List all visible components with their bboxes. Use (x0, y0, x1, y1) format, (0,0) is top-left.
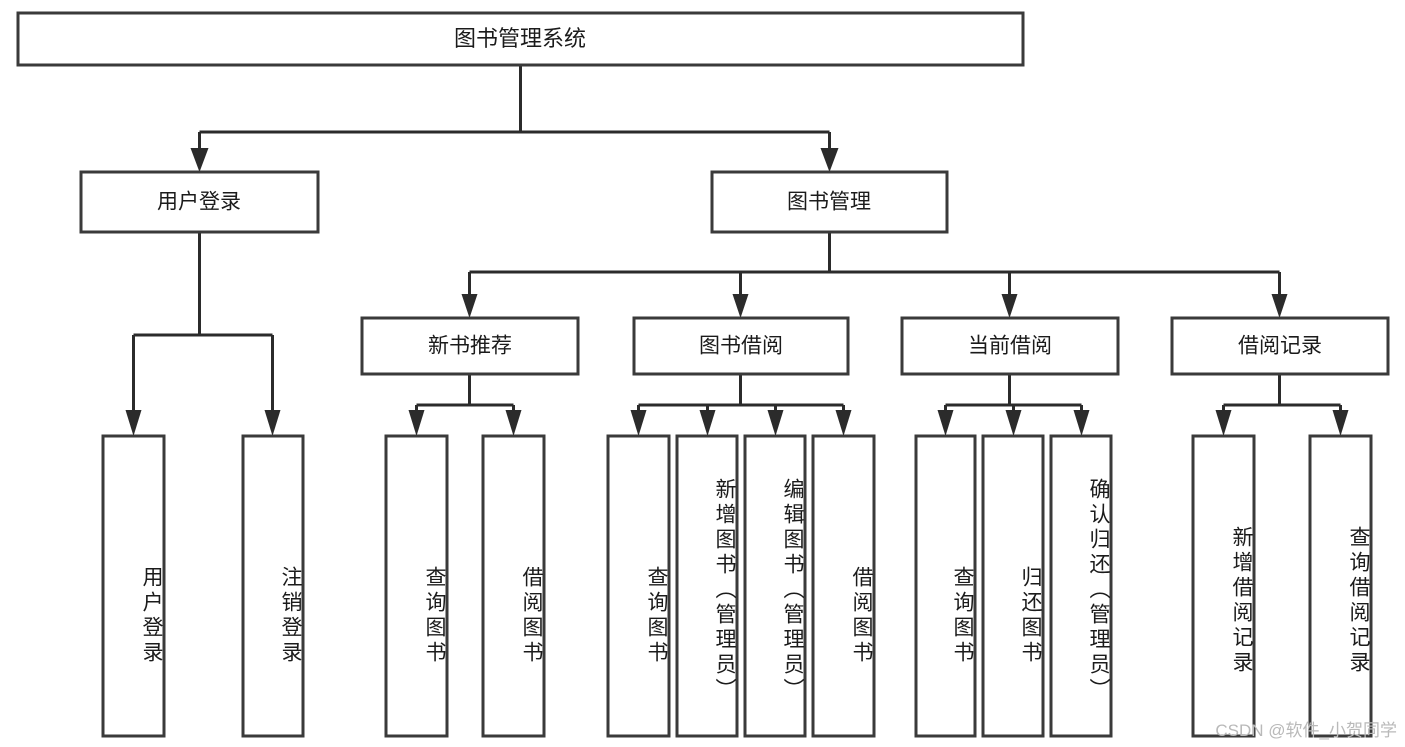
node-user-login[interactable]: 用户登录 (79, 170, 320, 234)
leaf-edit-book-box[interactable] (743, 434, 807, 738)
leaf-borrow-book-1-box[interactable] (481, 434, 546, 738)
node-book-borrow[interactable]: 图书借阅 (632, 316, 850, 376)
leaf-query-book-1-box[interactable] (384, 434, 449, 738)
node-root-box[interactable] (16, 11, 1025, 67)
leaf-boxes (101, 434, 1373, 738)
node-root-label: 图书管理系统 (454, 26, 586, 51)
connector-group-root (190, 65, 839, 172)
node-root[interactable]: 图书管理系统 (16, 11, 1025, 67)
arrow-head-leaf-borrow-book-1 (505, 410, 522, 436)
leaf-user-login-box[interactable] (101, 434, 166, 738)
arrow-head-leaf-edit-book (767, 410, 784, 436)
arrow-head-leaf-confirm-return (1073, 410, 1090, 436)
node-book-manage-box[interactable] (710, 170, 949, 234)
leaf-add-book-box[interactable] (675, 434, 739, 738)
arrow-head-leaf-query-record (1332, 410, 1349, 436)
arrow-head-leaf-return-book (1005, 410, 1022, 436)
node-new-book-recommend-box[interactable] (360, 316, 580, 376)
watermark-label: CSDN @软件_小贺同学 (1215, 721, 1397, 740)
leaf-confirm-return-box[interactable] (1049, 434, 1113, 738)
node-current-borrow-label: 当前借阅 (968, 335, 1052, 358)
arrow-head-leaf-query-book-3 (937, 410, 954, 436)
arrow-head-leaf-borrow-book-2 (835, 410, 852, 436)
leaf-query-book-3-box[interactable] (914, 434, 977, 738)
node-user-login-box[interactable] (79, 170, 320, 234)
connector-group-current-borrow (937, 374, 1090, 436)
arrow-head-leaf-add-book (699, 410, 716, 436)
node-new-book-recommend[interactable]: 新书推荐 (360, 316, 580, 376)
connector-group-user-login (125, 232, 281, 436)
node-book-borrow-box[interactable] (632, 316, 850, 376)
node-user-login-label: 用户登录 (157, 191, 241, 214)
leaf-logout-box[interactable] (241, 434, 305, 738)
leaf-return-book-box[interactable] (981, 434, 1045, 738)
arrow-head-leaf-logout (264, 410, 281, 436)
arrow-head-borrow-record (1271, 294, 1288, 318)
connector-group-book-manage (461, 232, 1288, 318)
node-current-borrow[interactable]: 当前借阅 (900, 316, 1120, 376)
node-book-manage[interactable]: 图书管理 (710, 170, 949, 234)
node-current-borrow-box[interactable] (900, 316, 1120, 376)
node-new-book-recommend-label: 新书推荐 (428, 335, 512, 358)
node-borrow-record-box[interactable] (1170, 316, 1390, 376)
arrow-head-current-borrow (1001, 294, 1018, 318)
connector-group-borrow-record (1215, 374, 1349, 436)
arrow-head-leaf-query-book-2 (630, 410, 647, 436)
arrow-head-new-book-recommend (461, 294, 478, 318)
arrow-head-user-login (190, 148, 209, 172)
node-borrow-record[interactable]: 借阅记录 (1170, 316, 1390, 376)
leaf-query-book-2-box[interactable] (606, 434, 671, 738)
node-book-borrow-label: 图书借阅 (699, 335, 783, 358)
connector-group-book-borrow (630, 374, 852, 436)
leaf-add-record-box[interactable] (1191, 434, 1256, 738)
leaf-borrow-book-2-box[interactable] (811, 434, 876, 738)
leaf-query-record-box[interactable] (1308, 434, 1373, 738)
arrow-head-leaf-query-book-1 (408, 410, 425, 436)
arrow-head-book-borrow (732, 294, 749, 318)
arrow-head-leaf-add-record (1215, 410, 1232, 436)
connector-group-new-book-recommend (408, 374, 522, 436)
arrow-head-leaf-user-login (125, 410, 142, 436)
node-borrow-record-label: 借阅记录 (1238, 335, 1322, 358)
arrow-head-book-manage (820, 148, 839, 172)
node-book-manage-label: 图书管理 (787, 191, 871, 214)
